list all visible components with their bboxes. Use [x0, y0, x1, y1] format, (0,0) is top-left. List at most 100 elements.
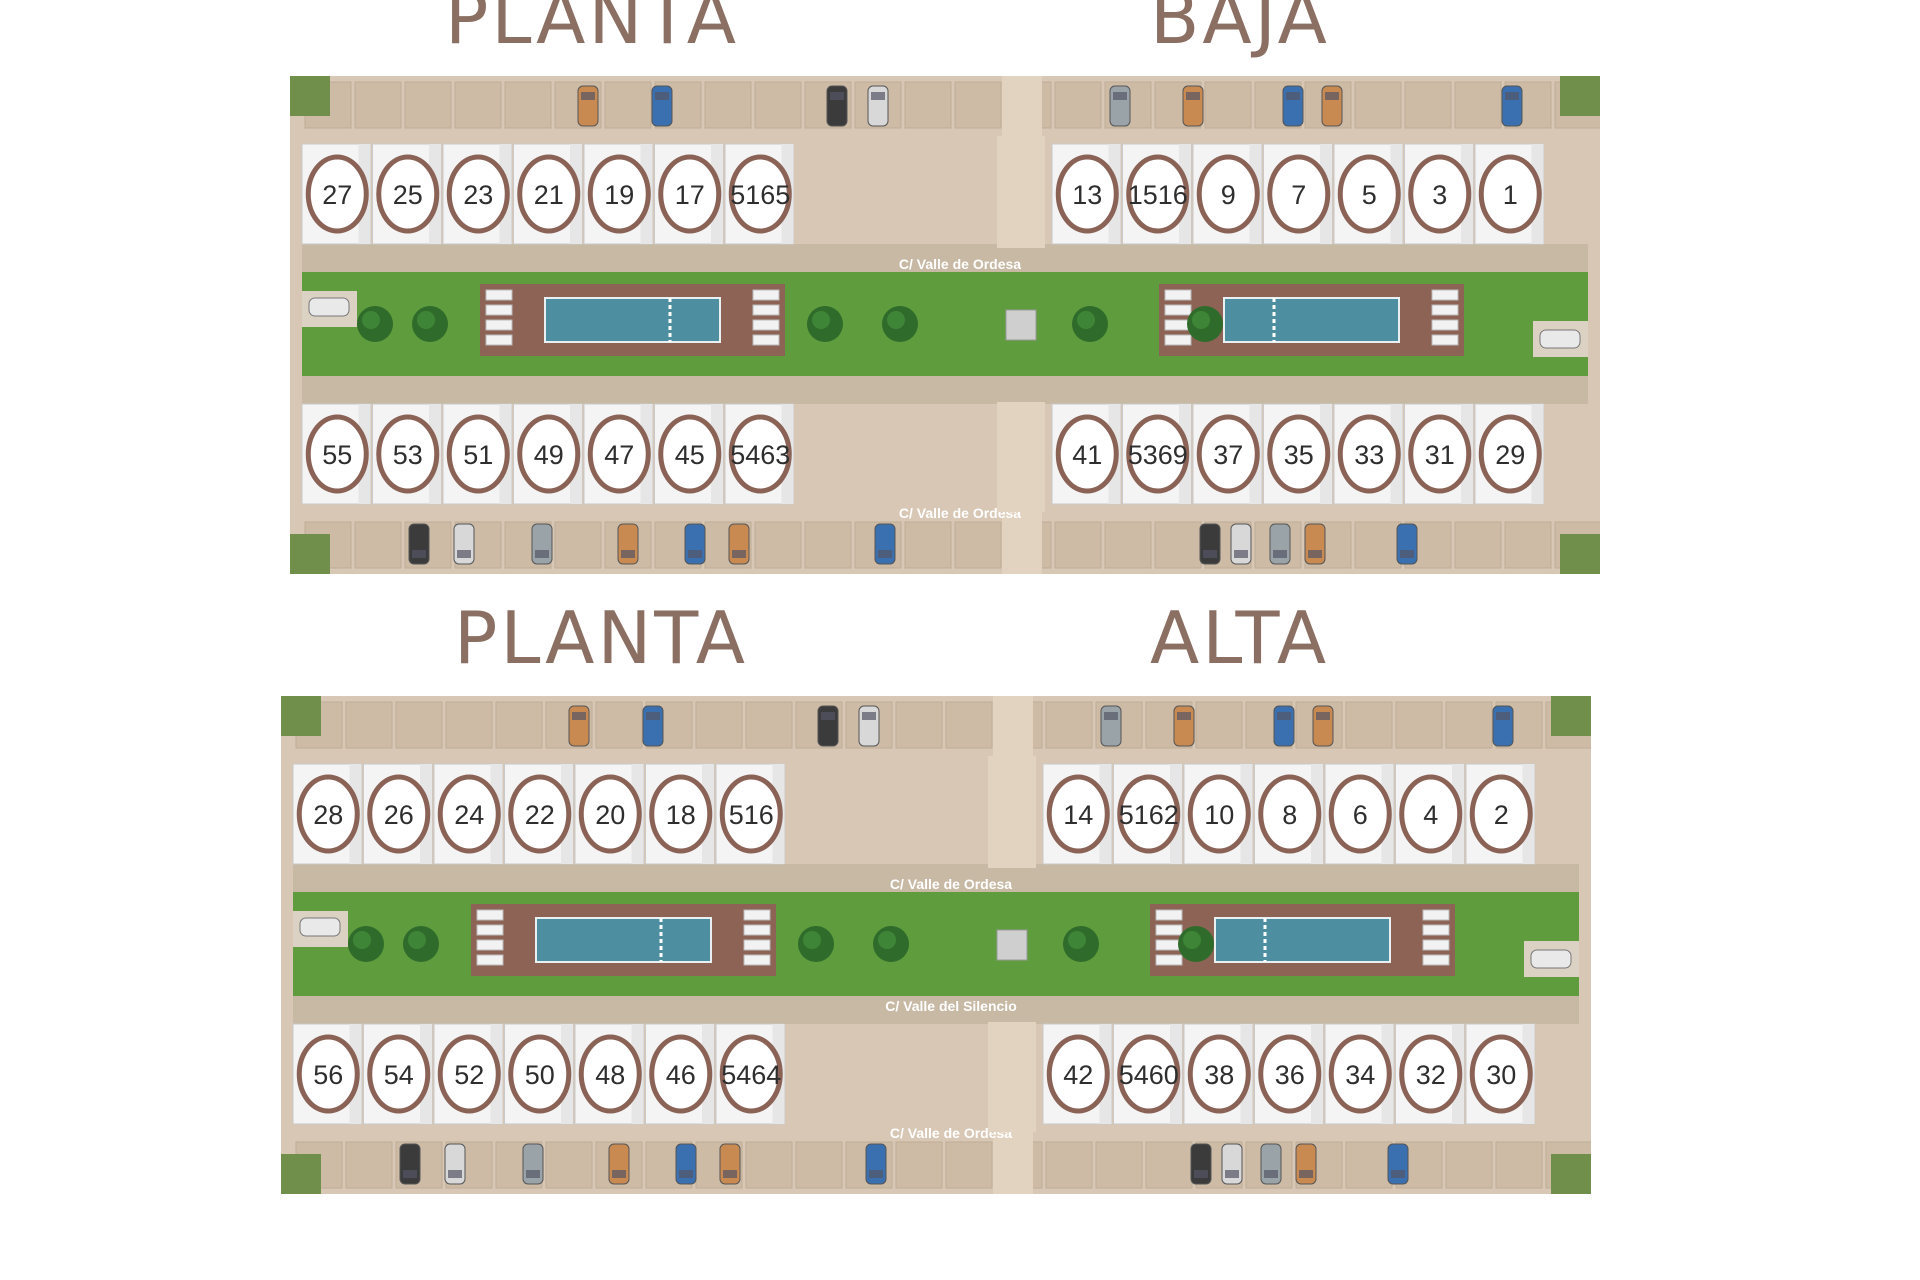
central-walkway-gap — [997, 136, 1045, 248]
paving-tile — [554, 521, 602, 569]
car-windshield — [1104, 712, 1118, 720]
car-windshield — [535, 550, 549, 558]
unit-bottom: 50 — [504, 1023, 574, 1125]
car-windshield — [878, 550, 892, 558]
unit-number: 46 — [666, 1060, 696, 1090]
unit-number: 50 — [525, 1060, 555, 1090]
street-label-upper: C/ Valle de Ordesa — [890, 876, 1012, 892]
paving-tile — [704, 81, 752, 129]
paving-tile — [1195, 701, 1243, 749]
unit-number: 5460 — [1119, 1060, 1179, 1090]
unit-top: 9 — [1192, 143, 1262, 245]
unit-bottom: 35 — [1263, 403, 1333, 505]
title-planta-baja-left: PLANTA — [445, 0, 739, 60]
car-windshield — [732, 550, 746, 558]
unit-top: 2 — [1465, 763, 1535, 865]
car-windshield — [862, 712, 876, 720]
unit-number-ring — [305, 154, 369, 234]
street-label-middle: C/ Valle del Silencio — [885, 998, 1017, 1014]
paving-tile — [1354, 81, 1402, 129]
central-walkway-gap — [988, 1022, 1036, 1132]
garden-strip — [293, 864, 1579, 892]
unit-number: 7 — [1291, 180, 1306, 210]
unit-number-ring — [658, 414, 722, 494]
paving-tile — [904, 81, 952, 129]
unit-number: 9 — [1221, 180, 1236, 210]
street-label-lower: C/ Valle de Ordesa — [890, 1125, 1012, 1141]
tree-highlight — [362, 311, 380, 329]
unit-number-ring — [1469, 1034, 1533, 1114]
unit-number-ring — [1408, 414, 1472, 494]
sun-lounger — [1422, 939, 1450, 951]
unit-top: 19 — [583, 143, 653, 245]
unit-number: 26 — [384, 800, 414, 830]
paving-tile — [1454, 521, 1502, 569]
central-walkway-gap — [997, 402, 1045, 512]
unit-number-ring — [296, 774, 360, 854]
unit-number-ring — [1469, 774, 1533, 854]
unit-top: 28 — [292, 763, 362, 865]
unit-number-ring — [719, 1034, 783, 1114]
unit-number: 42 — [1063, 1060, 1093, 1090]
car-windshield — [679, 1170, 693, 1178]
parked-car — [299, 917, 341, 937]
unit-number: 5463 — [730, 440, 790, 470]
corner-planter — [290, 76, 330, 116]
paving-tile — [895, 1141, 943, 1189]
unit-number-ring — [1126, 154, 1190, 234]
unit-number: 54 — [384, 1060, 414, 1090]
unit-number-ring — [649, 1034, 713, 1114]
unit-number: 13 — [1072, 180, 1102, 210]
tree-highlight — [812, 311, 830, 329]
sun-lounger — [1422, 924, 1450, 936]
unit-number: 5369 — [1128, 440, 1188, 470]
paving-tile — [445, 701, 493, 749]
unit-number: 21 — [534, 180, 564, 210]
car-windshield — [1264, 1170, 1278, 1178]
paving-tile — [1395, 701, 1443, 749]
paving-tile — [695, 701, 743, 749]
tree-highlight — [1183, 931, 1201, 949]
unit-number: 23 — [463, 180, 493, 210]
car-windshield — [1496, 712, 1510, 720]
garden-strip — [302, 376, 1588, 404]
unit-number-ring — [1399, 1034, 1463, 1114]
sun-lounger — [1155, 909, 1183, 921]
unit-number-ring — [587, 414, 651, 494]
unit-number: 25 — [393, 180, 423, 210]
title-planta-alta-left: PLANTA — [454, 596, 748, 680]
unit-number-ring — [1337, 154, 1401, 234]
unit-number-ring — [1117, 1034, 1181, 1114]
paving-tile — [595, 701, 643, 749]
car-windshield — [1177, 712, 1191, 720]
paving-tile — [954, 521, 1002, 569]
unit-bottom: 38 — [1183, 1023, 1253, 1125]
unit-number: 30 — [1486, 1060, 1516, 1090]
car-windshield — [1194, 1170, 1208, 1178]
paving-tile — [504, 81, 552, 129]
unit-number-ring — [1328, 774, 1392, 854]
unit-bottom: 54 — [363, 1023, 433, 1125]
paving-tile — [1154, 521, 1202, 569]
unit-top: 5165 — [724, 143, 794, 245]
car-windshield — [572, 712, 586, 720]
unit-top: 27 — [301, 143, 371, 245]
unit-top: 4 — [1395, 763, 1465, 865]
tree-highlight — [878, 931, 896, 949]
unit-number: 56 — [313, 1060, 343, 1090]
sun-lounger — [743, 909, 771, 921]
unit-number-ring — [728, 414, 792, 494]
unit-number: 47 — [604, 440, 634, 470]
paving-tile — [754, 521, 802, 569]
unit-number-ring — [728, 154, 792, 234]
sun-lounger — [1155, 924, 1183, 936]
unit-number: 55 — [322, 440, 352, 470]
car-windshield — [457, 550, 471, 558]
sun-lounger — [1164, 334, 1192, 346]
sun-lounger — [752, 319, 780, 331]
sun-lounger — [752, 289, 780, 301]
paving-tile — [1504, 521, 1552, 569]
sun-lounger — [1422, 909, 1450, 921]
